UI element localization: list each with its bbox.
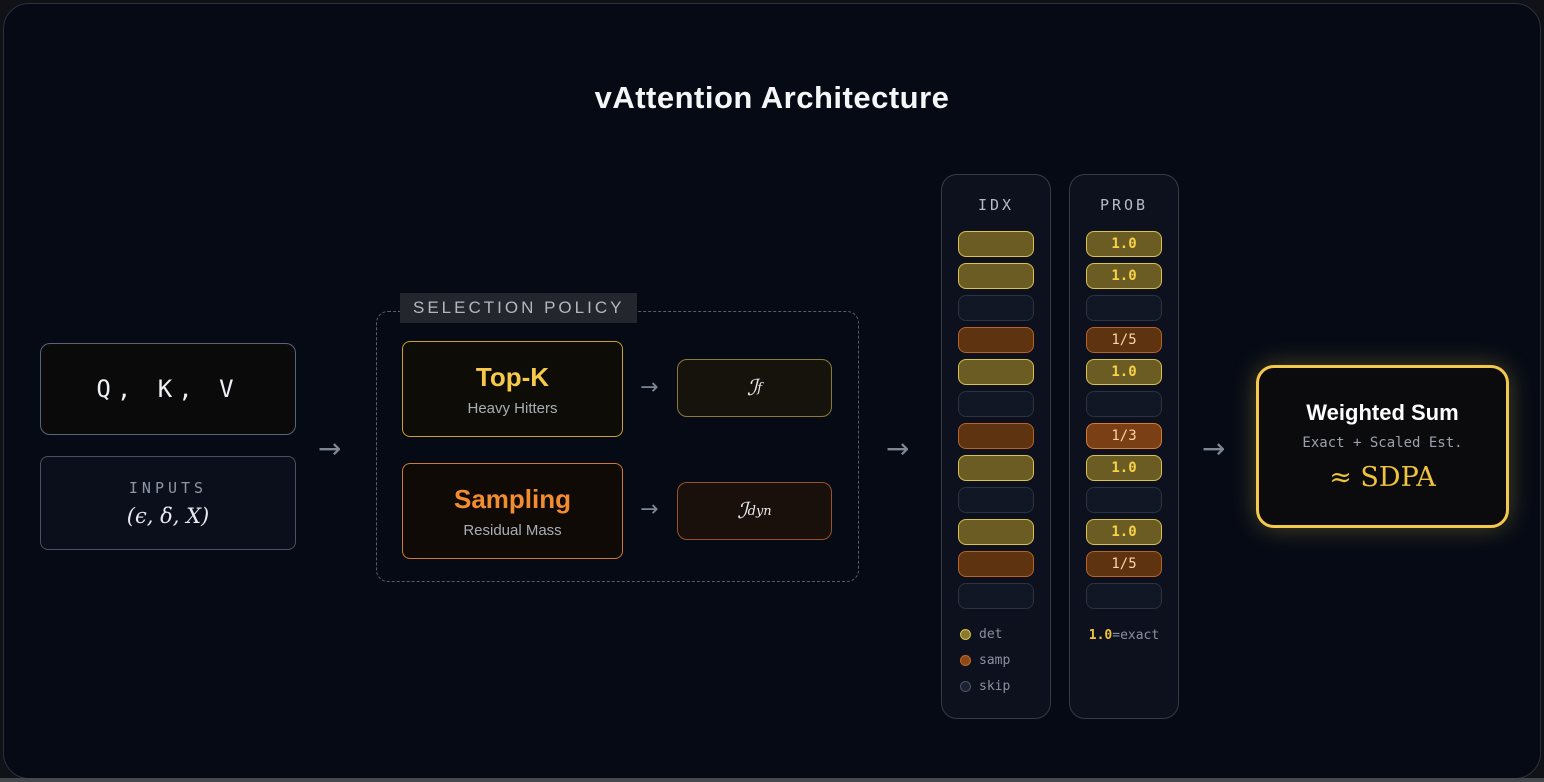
prob-pill xyxy=(1086,295,1162,321)
prob-pill: 1/5 xyxy=(1086,551,1162,577)
sampling-title: Sampling xyxy=(453,483,571,514)
flow-arrow-sampling: → xyxy=(640,497,659,522)
idx-header: IDX xyxy=(977,196,1015,214)
prob-pill: 1.0 xyxy=(1086,231,1162,257)
prob-footnote-suffix: =exact xyxy=(1112,628,1160,643)
skip-dot-icon xyxy=(960,681,971,692)
prob-pill: 1.0 xyxy=(1086,359,1162,385)
legend-row: skip xyxy=(960,677,1050,696)
topk-box: Top-K Heavy Hitters xyxy=(402,341,623,437)
prob-header: PROB xyxy=(1099,196,1149,214)
idx-pill xyxy=(958,519,1034,545)
qkv-label: Q, K, V xyxy=(96,375,240,403)
inputs-params: (ϵ, δ, X) xyxy=(126,503,210,528)
diagram-card: vAttention Architecture Q, K, V INPUTS (… xyxy=(3,3,1541,779)
idx-pill xyxy=(958,455,1034,481)
weighted-sum-title: Weighted Sum xyxy=(1306,400,1459,425)
idx-pill xyxy=(958,359,1034,385)
idx-pill xyxy=(958,327,1034,353)
prob-pill: 1/3 xyxy=(1086,423,1162,449)
legend-label: samp xyxy=(979,653,1011,668)
inputs-box: INPUTS (ϵ, δ, X) xyxy=(40,456,296,550)
bottom-edge-strip xyxy=(0,778,1544,782)
topk-title: Top-K xyxy=(475,361,550,392)
idx-column: IDX det samp skip xyxy=(941,174,1051,719)
det-dot-icon xyxy=(960,629,971,640)
prob-pill: 1/5 xyxy=(1086,327,1162,353)
prob-pill xyxy=(1086,583,1162,609)
legend-row: det xyxy=(960,625,1050,644)
flow-arrow-inputs: → xyxy=(318,432,342,465)
legend-label: skip xyxy=(979,679,1011,694)
sampling-subtitle: Residual Mass xyxy=(463,521,562,539)
prob-pill-list: 1.0 1.0 1/5 1.0 1/3 1.0 1.0 1/5 xyxy=(1070,231,1178,609)
idx-pill xyxy=(958,423,1034,449)
prob-pill xyxy=(1086,391,1162,417)
idx-pill xyxy=(958,391,1034,417)
inputs-header: INPUTS xyxy=(128,478,208,497)
samp-dot-icon xyxy=(960,655,971,666)
legend-row: samp xyxy=(960,651,1050,670)
flow-arrow-topk: → xyxy=(640,375,659,400)
selection-policy-label: SELECTION POLICY xyxy=(400,293,638,323)
qkv-box: Q, K, V xyxy=(40,343,296,435)
weighted-sum-box: Weighted Sum Exact + Scaled Est. ≈ SDPA xyxy=(1256,365,1509,528)
index-set-dyn-subscript: dyn xyxy=(747,503,772,519)
idx-legend: det samp skip xyxy=(960,625,1050,696)
page-title: vAttention Architecture xyxy=(594,80,950,115)
idx-pill xyxy=(958,295,1034,321)
prob-pill xyxy=(1086,487,1162,513)
topk-subtitle: Heavy Hitters xyxy=(467,399,558,417)
weighted-sum-subtitle: Exact + Scaled Est. xyxy=(1302,435,1463,451)
idx-pill xyxy=(958,231,1034,257)
idx-pill xyxy=(958,487,1034,513)
prob-pill: 1.0 xyxy=(1086,263,1162,289)
flow-arrow-selection: → xyxy=(886,432,910,465)
legend-label: det xyxy=(979,627,1003,642)
index-set-f-subscript: f xyxy=(757,380,763,396)
prob-pill: 1.0 xyxy=(1086,519,1162,545)
idx-pill xyxy=(958,583,1034,609)
prob-pill: 1.0 xyxy=(1086,455,1162,481)
flow-arrow-output: → xyxy=(1202,432,1226,465)
idx-pill-list xyxy=(942,231,1050,609)
weighted-sum-formula: ≈ SDPA xyxy=(1329,462,1436,493)
index-set-dyn-symbol: ℐ xyxy=(737,498,748,524)
idx-pill xyxy=(958,263,1034,289)
index-set-f-symbol: ℐ xyxy=(746,375,758,401)
idx-pill xyxy=(958,551,1034,577)
prob-footnote: 1.0=exact xyxy=(1070,628,1178,643)
sampling-box: Sampling Residual Mass xyxy=(402,463,623,559)
prob-footnote-value: 1.0 xyxy=(1088,628,1113,643)
